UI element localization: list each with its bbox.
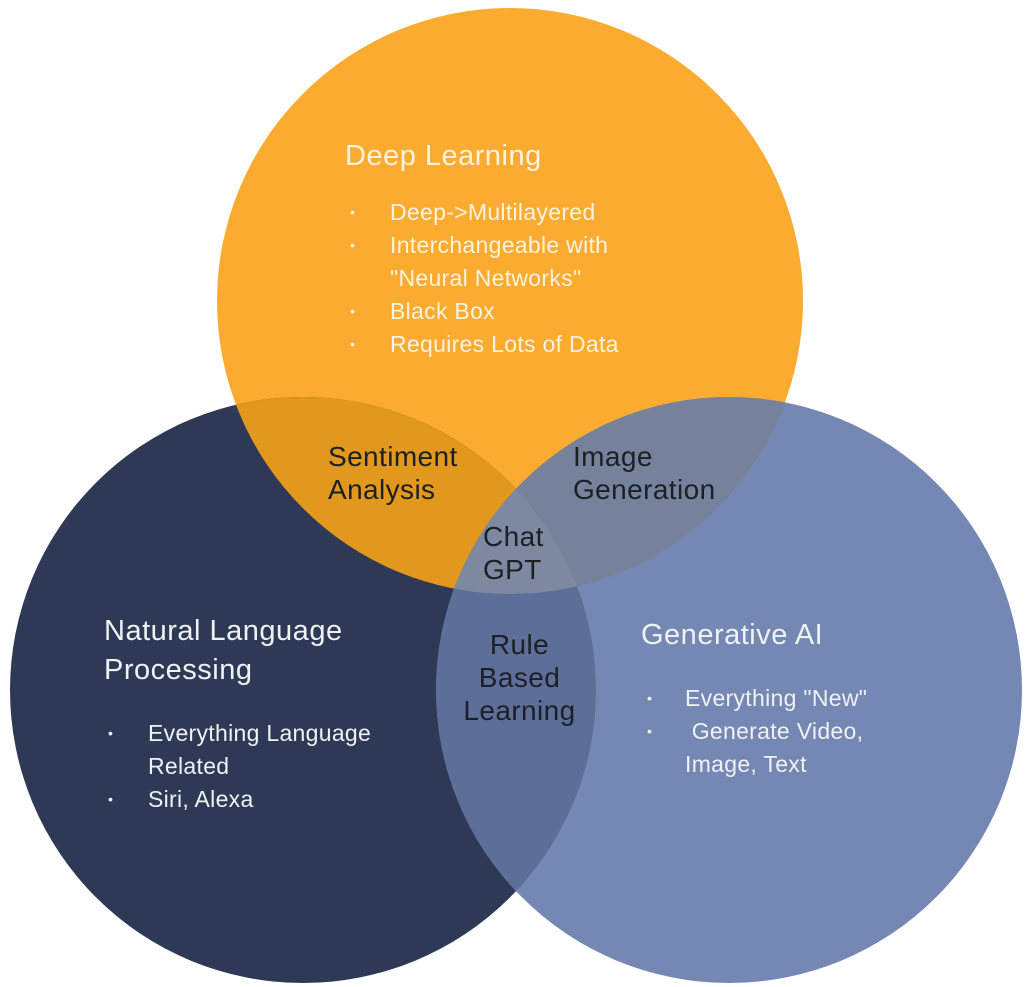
bullet-text: Interchangeable with "Neural Networks" bbox=[390, 232, 609, 291]
bullet-dot: • bbox=[647, 723, 653, 739]
bullet-dot: • bbox=[350, 303, 356, 319]
bullet-dot: • bbox=[350, 204, 356, 220]
bullet-text: Generate Video, Image, Text bbox=[685, 718, 864, 777]
dl-genai-overlap-region bbox=[436, 397, 803, 594]
chat-gpt-label: Chat GPT bbox=[483, 521, 544, 585]
generative-ai-title: Generative AI bbox=[641, 619, 824, 651]
image-generation-label: Image Generation bbox=[573, 441, 716, 505]
nlp-bullet-list: • Everything Language Related • Siri, Al… bbox=[104, 717, 371, 816]
list-item: • Generate Video, Image, Text bbox=[641, 715, 867, 781]
list-item: • Everything Language Related bbox=[104, 717, 371, 783]
list-item: • Interchangeable with "Neural Networks" bbox=[345, 229, 619, 295]
bullet-text: Requires Lots of Data bbox=[390, 331, 619, 357]
bullet-dot: • bbox=[108, 725, 114, 741]
bullet-dot: • bbox=[647, 690, 653, 706]
bullet-text: Deep->Multilayered bbox=[390, 199, 596, 225]
bullet-text: Everything Language Related bbox=[148, 720, 372, 779]
bullet-dot: • bbox=[350, 237, 356, 253]
nlp-title: Natural Language Processing bbox=[104, 615, 343, 686]
generative-ai-label-group: Generative AI • Everything "New" • Gener… bbox=[641, 616, 867, 781]
list-item: • Everything "New" bbox=[641, 682, 867, 715]
list-item: • Black Box bbox=[345, 295, 619, 328]
dl-nlp-overlap-region bbox=[217, 397, 596, 594]
rule-based-learning-label: Rule Based Learning bbox=[463, 629, 576, 726]
nlp-label-group: Natural Language Processing • Everything… bbox=[104, 612, 371, 816]
generative-ai-bullet-list: • Everything "New" • Generate Video, Ima… bbox=[641, 682, 867, 781]
list-item: • Requires Lots of Data bbox=[345, 328, 619, 361]
bullet-dot: • bbox=[108, 791, 114, 807]
sentiment-analysis-label: Sentiment Analysis bbox=[328, 441, 458, 505]
list-item: • Siri, Alexa bbox=[104, 783, 371, 816]
deep-learning-label-group: Deep Learning • Deep->Multilayered • Int… bbox=[345, 138, 619, 361]
bullet-text: Black Box bbox=[390, 298, 495, 324]
bullet-dot: • bbox=[350, 336, 356, 352]
bullet-text: Everything "New" bbox=[685, 685, 868, 711]
deep-learning-title: Deep Learning bbox=[345, 140, 542, 172]
deep-learning-bullet-list: • Deep->Multilayered • Interchangeable w… bbox=[345, 196, 619, 361]
bullet-text: Siri, Alexa bbox=[148, 786, 254, 812]
list-item: • Deep->Multilayered bbox=[345, 196, 619, 229]
